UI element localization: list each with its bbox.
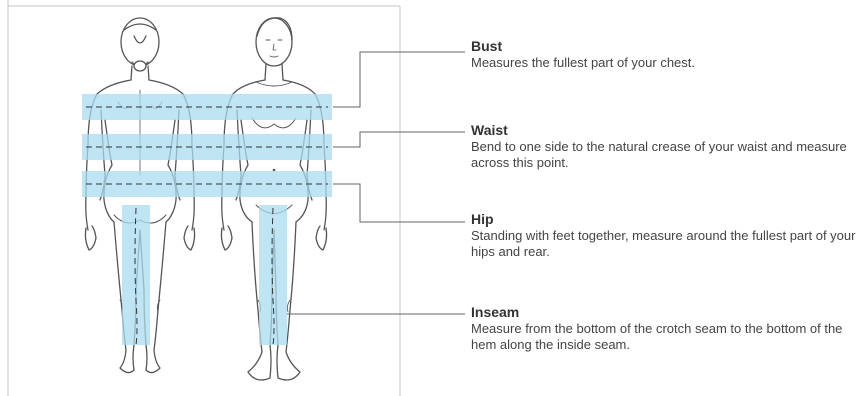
inseam-description: Measure from the bottom of the crotch se…: [471, 321, 856, 353]
waist-description: Bend to one side to the natural crease o…: [471, 139, 856, 171]
waist-title: Waist: [471, 122, 856, 139]
bust-label: Bust Measures the fullest part of your c…: [471, 38, 856, 71]
inseam-title: Inseam: [471, 304, 856, 321]
hip-leader-line: [333, 184, 465, 222]
hip-label: Hip Standing with feet together, measure…: [471, 211, 856, 260]
bust-leader-line: [333, 52, 465, 107]
bust-title: Bust: [471, 38, 856, 55]
hip-description: Standing with feet together, measure aro…: [471, 228, 856, 260]
waist-label: Waist Bend to one side to the natural cr…: [471, 122, 856, 171]
inseam-band-back: [122, 205, 150, 345]
waist-leader-line: [333, 132, 465, 147]
inseam-label: Inseam Measure from the bottom of the cr…: [471, 304, 856, 353]
hip-title: Hip: [471, 211, 856, 228]
bust-description: Measures the fullest part of your chest.: [471, 55, 726, 71]
inseam-band-front: [259, 205, 287, 345]
